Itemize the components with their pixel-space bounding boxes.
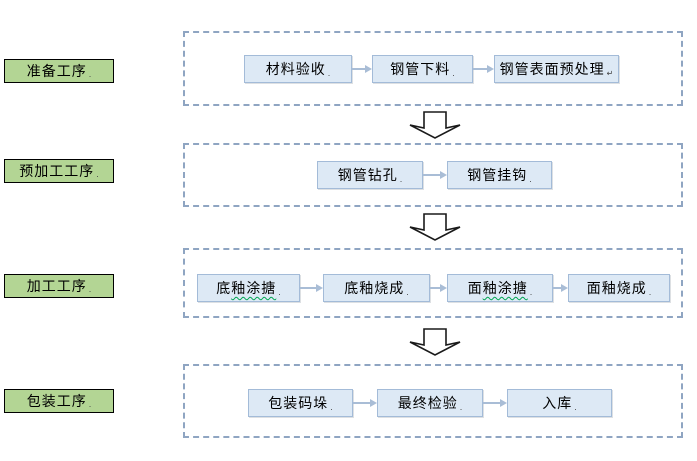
- step-label: 包装码垛: [268, 396, 329, 412]
- step-box-pipe-cutting: 钢管下料.: [372, 55, 473, 83]
- step-box-packing-stacking: 包装码垛.: [248, 389, 353, 417]
- paragraph-mark: .: [452, 69, 455, 78]
- paragraph-mark: .: [399, 175, 403, 184]
- step-label: 面釉涂搪: [468, 278, 528, 298]
- connector-arrow: [353, 398, 377, 407]
- paragraph-mark: .: [406, 288, 409, 297]
- connector-arrow: [473, 64, 494, 73]
- paragraph-mark: .: [96, 170, 99, 179]
- down-arrow-icon: [409, 111, 461, 139]
- connector-arrow: [483, 398, 507, 407]
- step-box-pipe-drilling: 钢管钻孔.: [317, 161, 423, 189]
- step-box-top-glaze-coating: 面釉涂搪.: [447, 274, 553, 302]
- connector-arrow: [553, 283, 568, 292]
- step-label: 底釉烧成: [344, 281, 405, 297]
- step-box-warehousing: 入库.: [507, 389, 612, 417]
- stage-label-text: 包装工序: [26, 394, 87, 410]
- stage-label-preprocessing: 预加工工序.: [4, 159, 114, 183]
- stage-label-text: 准备工序: [26, 64, 87, 80]
- stage-label-packing: 包装工序.: [4, 389, 114, 413]
- step-label: 钢管下料: [390, 62, 451, 78]
- step-label: 钢管挂钩: [467, 168, 528, 184]
- step-label-misspelled: 釉涂搪: [482, 281, 528, 297]
- step-box-top-glaze-firing: 面釉烧成.: [568, 274, 670, 302]
- step-label: 面釉烧成: [586, 281, 647, 297]
- connector-arrow: [300, 283, 323, 292]
- stage-label-preparation: 准备工序.: [4, 59, 114, 83]
- paragraph-mark: .: [88, 70, 92, 79]
- step-label-head: 面: [467, 281, 483, 297]
- connector-arrow: [423, 170, 447, 179]
- step-box-final-inspection: 最终检验.: [377, 389, 483, 417]
- stage-label-text: 预加工工序: [19, 164, 95, 180]
- paragraph-mark: .: [574, 403, 577, 412]
- step-box-base-glaze-coating: 底釉涂搪.: [197, 274, 300, 302]
- paragraph-mark: .: [648, 288, 652, 297]
- paragraph-mark: .: [88, 285, 92, 294]
- step-box-material-acceptance: 材料验收.: [244, 55, 352, 83]
- connector-arrow: [352, 64, 372, 73]
- group-frame-preprocessing: [183, 143, 683, 207]
- paragraph-mark: .: [529, 288, 533, 297]
- paragraph-mark: .: [327, 69, 331, 78]
- step-label: 入库: [542, 396, 573, 412]
- stage-label-text: 加工工序: [26, 279, 87, 295]
- step-box-pipe-surface-pretreatment: 钢管表面预处理↵: [494, 55, 619, 83]
- step-label: 钢管钻孔: [337, 168, 398, 184]
- step-label: 材料验收: [265, 62, 326, 78]
- step-box-base-glaze-firing: 底釉烧成.: [323, 274, 430, 302]
- down-arrow-icon: [409, 328, 461, 356]
- step-label-head: 底: [216, 281, 232, 297]
- step-label: 底釉涂搪: [216, 278, 276, 298]
- down-arrow-icon: [409, 213, 461, 241]
- step-box-pipe-hooking: 钢管挂钩.: [447, 161, 552, 189]
- paragraph-mark: .: [459, 403, 463, 412]
- paragraph-mark: .: [88, 400, 92, 409]
- step-label: 钢管表面预处理: [499, 62, 605, 78]
- connector-arrow: [430, 283, 447, 292]
- stage-label-processing: 加工工序.: [4, 274, 114, 298]
- paragraph-mark: .: [330, 403, 333, 412]
- paragraph-mark: ↵: [606, 69, 614, 78]
- paragraph-mark: .: [529, 175, 532, 184]
- group-frame-packing: [183, 364, 683, 438]
- step-label-misspelled: 釉涂搪: [231, 281, 277, 297]
- step-label: 最终检验: [397, 396, 458, 412]
- paragraph-mark: .: [278, 288, 281, 297]
- group-frame-preparation: [183, 31, 683, 106]
- group-frame-processing: [183, 248, 683, 318]
